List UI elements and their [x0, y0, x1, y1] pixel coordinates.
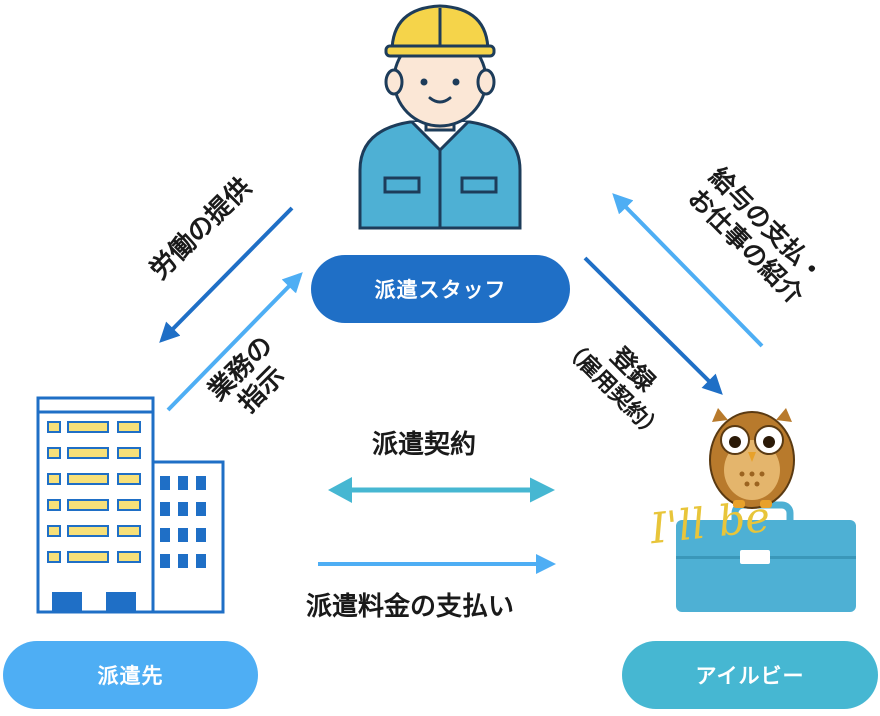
client-node: 派遣先	[3, 641, 258, 709]
arrow-labor	[159, 206, 294, 343]
arrow-registration	[583, 256, 723, 395]
company-logo-icon	[676, 408, 856, 612]
worker-icon	[358, 4, 522, 230]
building-icon	[36, 396, 225, 614]
arrow-contract-left-head	[328, 477, 352, 503]
staff-node: 派遣スタッフ	[311, 255, 570, 323]
company-node: アイルビー	[622, 641, 878, 709]
label-contract: 派遣契約	[372, 430, 477, 460]
arrow-instruction	[166, 272, 303, 412]
label-fee: 派遣料金の支払い	[306, 592, 515, 622]
arrow-salary	[612, 193, 764, 348]
